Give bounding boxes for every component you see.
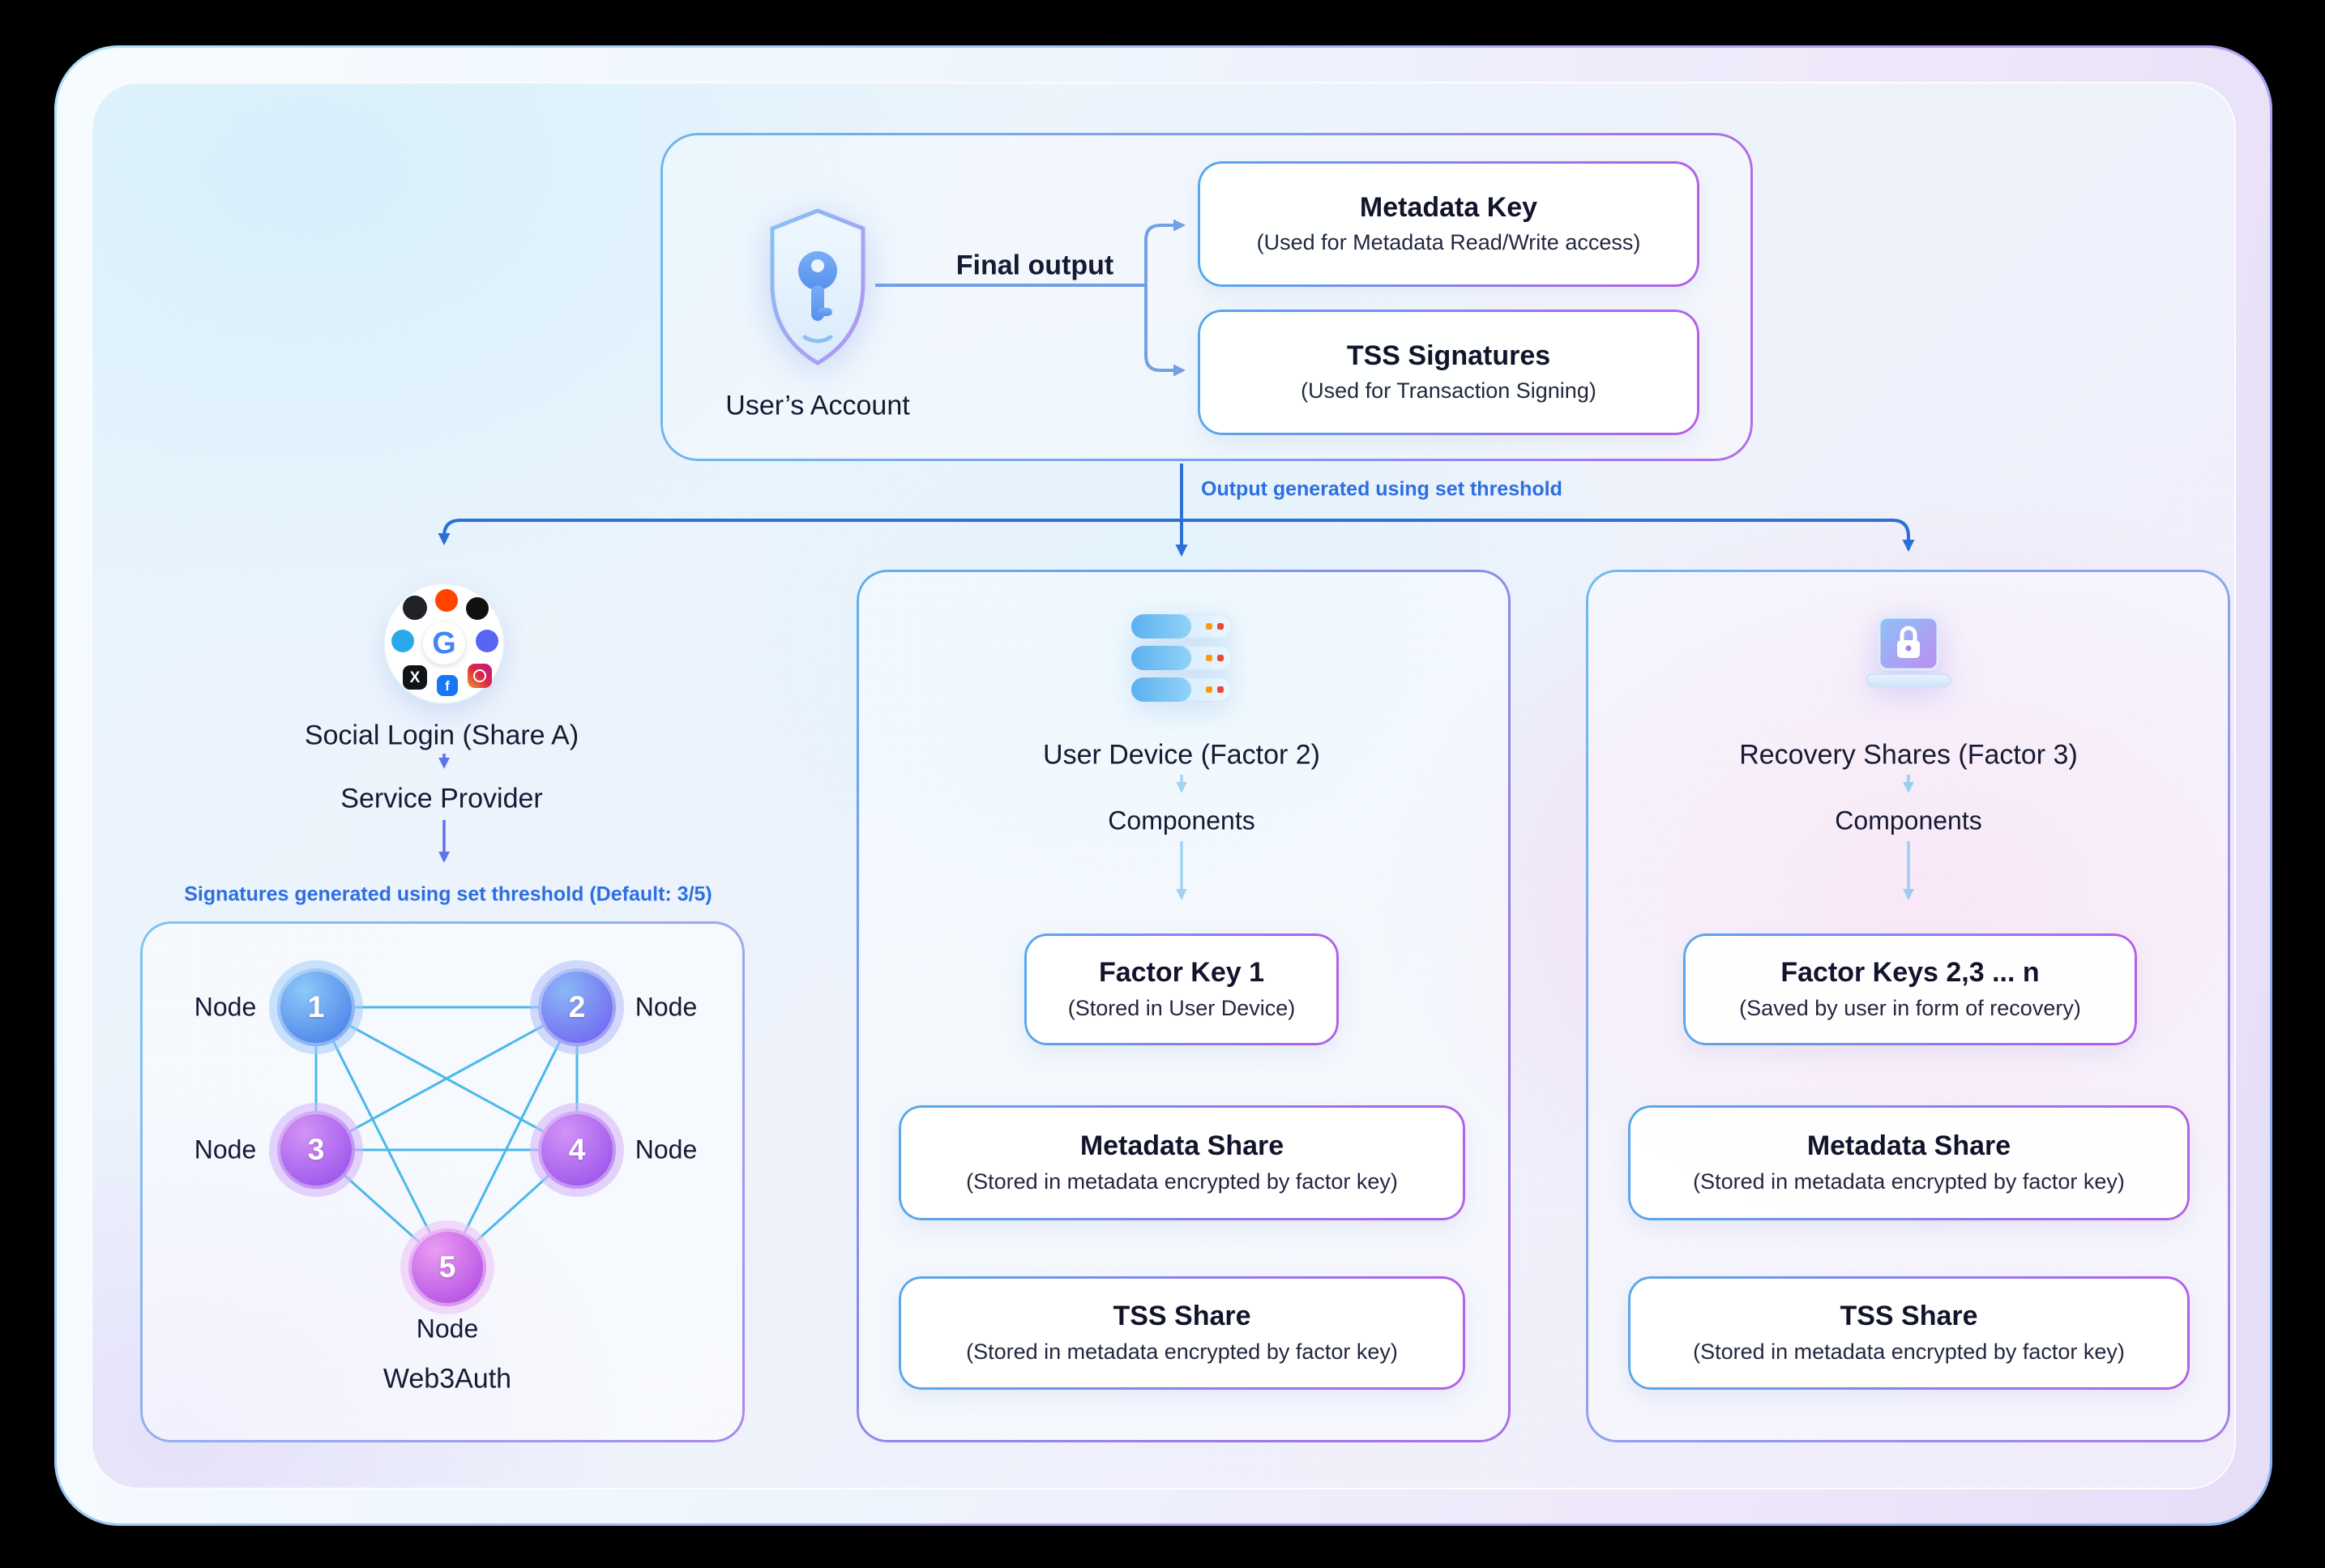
- node-3-label: Node: [194, 1134, 257, 1164]
- server-bar: [1131, 614, 1232, 639]
- user-account-label: User’s Account: [725, 390, 910, 421]
- factor-keys-n-subtitle: (Saved by user in form of recovery): [1739, 995, 2081, 1020]
- recovery-tss-share-title: TSS Share: [1840, 1301, 1978, 1332]
- recovery-metadata-share-box: Metadata Share (Stored in metadata encry…: [1628, 1105, 2190, 1220]
- node-4-label: Node: [635, 1134, 698, 1164]
- telegram-icon: [391, 630, 414, 652]
- server-icon: [1131, 614, 1232, 702]
- device-metadata-share-box: Metadata Share (Stored in metadata encry…: [899, 1105, 1465, 1220]
- factor-keys-n-title: Factor Keys 2,3 ... n: [1780, 957, 2040, 989]
- facebook-icon: f: [437, 675, 458, 696]
- recovery-metadata-share-subtitle: (Stored in metadata encrypted by factor …: [1693, 1169, 2125, 1194]
- device-metadata-share-subtitle: (Stored in metadata encrypted by factor …: [966, 1169, 1398, 1194]
- output-threshold-note: Output generated using set threshold: [1201, 477, 1562, 501]
- device-tss-share-box: TSS Share (Stored in metadata encrypted …: [899, 1276, 1465, 1390]
- factor-keys-n-box: Factor Keys 2,3 ... n (Saved by user in …: [1683, 934, 2137, 1045]
- user-device-title: User Device (Factor 2): [1043, 739, 1320, 771]
- node-4: 4: [538, 1111, 616, 1189]
- final-output-label: Final output: [955, 250, 1114, 281]
- apple-icon: [466, 597, 489, 620]
- node-5: 5: [408, 1228, 486, 1306]
- device-components-label: Components: [1108, 805, 1255, 835]
- social-login-title: Social Login (Share A): [304, 720, 579, 751]
- google-icon: G: [423, 622, 465, 664]
- shield-key-icon: [761, 204, 874, 370]
- node-3-number: 3: [307, 1133, 325, 1166]
- recovery-tss-share-box: TSS Share (Stored in metadata encrypted …: [1628, 1276, 2190, 1390]
- metadata-key-box: Metadata Key (Used for Metadata Read/Wri…: [1198, 161, 1699, 287]
- node-4-number: 4: [568, 1133, 586, 1166]
- node-1-label: Node: [194, 992, 257, 1022]
- recovery-components-label: Components: [1835, 805, 1982, 835]
- tss-signatures-title: TSS Signatures: [1346, 340, 1551, 371]
- server-bar: [1131, 646, 1232, 670]
- web3auth-label: Web3Auth: [383, 1363, 512, 1395]
- node-5-label: Node: [416, 1314, 479, 1344]
- factor-key-1-box: Factor Key 1 (Stored in User Device): [1024, 934, 1339, 1045]
- instagram-icon: [468, 664, 492, 688]
- signatures-threshold-note: Signatures generated using set threshold…: [184, 882, 712, 906]
- reddit-icon: [435, 589, 458, 612]
- recovery-metadata-share-title: Metadata Share: [1806, 1130, 2011, 1162]
- service-provider-label: Service Provider: [340, 783, 543, 814]
- device-metadata-share-title: Metadata Share: [1079, 1130, 1284, 1162]
- node-2: 2: [538, 968, 616, 1046]
- laptop-lock-icon: [1856, 613, 1961, 706]
- node-1: 1: [277, 968, 355, 1046]
- factor-key-1-title: Factor Key 1: [1098, 957, 1265, 989]
- tss-signatures-subtitle: (Used for Transaction Signing): [1301, 378, 1596, 404]
- social-login-icon: G X f: [385, 584, 503, 703]
- github-icon: [403, 596, 427, 620]
- node-1-number: 1: [307, 990, 325, 1023]
- discord-icon: [476, 630, 498, 652]
- node-5-number: 5: [438, 1250, 456, 1284]
- node-2-label: Node: [635, 992, 698, 1022]
- tss-signatures-box: TSS Signatures (Used for Transaction Sig…: [1198, 310, 1699, 435]
- device-tss-share-title: TSS Share: [1113, 1301, 1251, 1332]
- metadata-key-title: Metadata Key: [1359, 191, 1538, 223]
- node-2-number: 2: [568, 990, 586, 1023]
- node-3: 3: [277, 1111, 355, 1189]
- device-tss-share-subtitle: (Stored in metadata encrypted by factor …: [966, 1339, 1398, 1364]
- server-bar: [1131, 677, 1232, 702]
- factor-key-1-subtitle: (Stored in User Device): [1067, 995, 1296, 1020]
- recovery-shares-title: Recovery Shares (Factor 3): [1739, 739, 2078, 771]
- recovery-tss-share-subtitle: (Stored in metadata encrypted by factor …: [1693, 1339, 2125, 1364]
- metadata-key-subtitle: (Used for Metadata Read/Write access): [1256, 230, 1641, 255]
- x-icon: X: [403, 665, 427, 690]
